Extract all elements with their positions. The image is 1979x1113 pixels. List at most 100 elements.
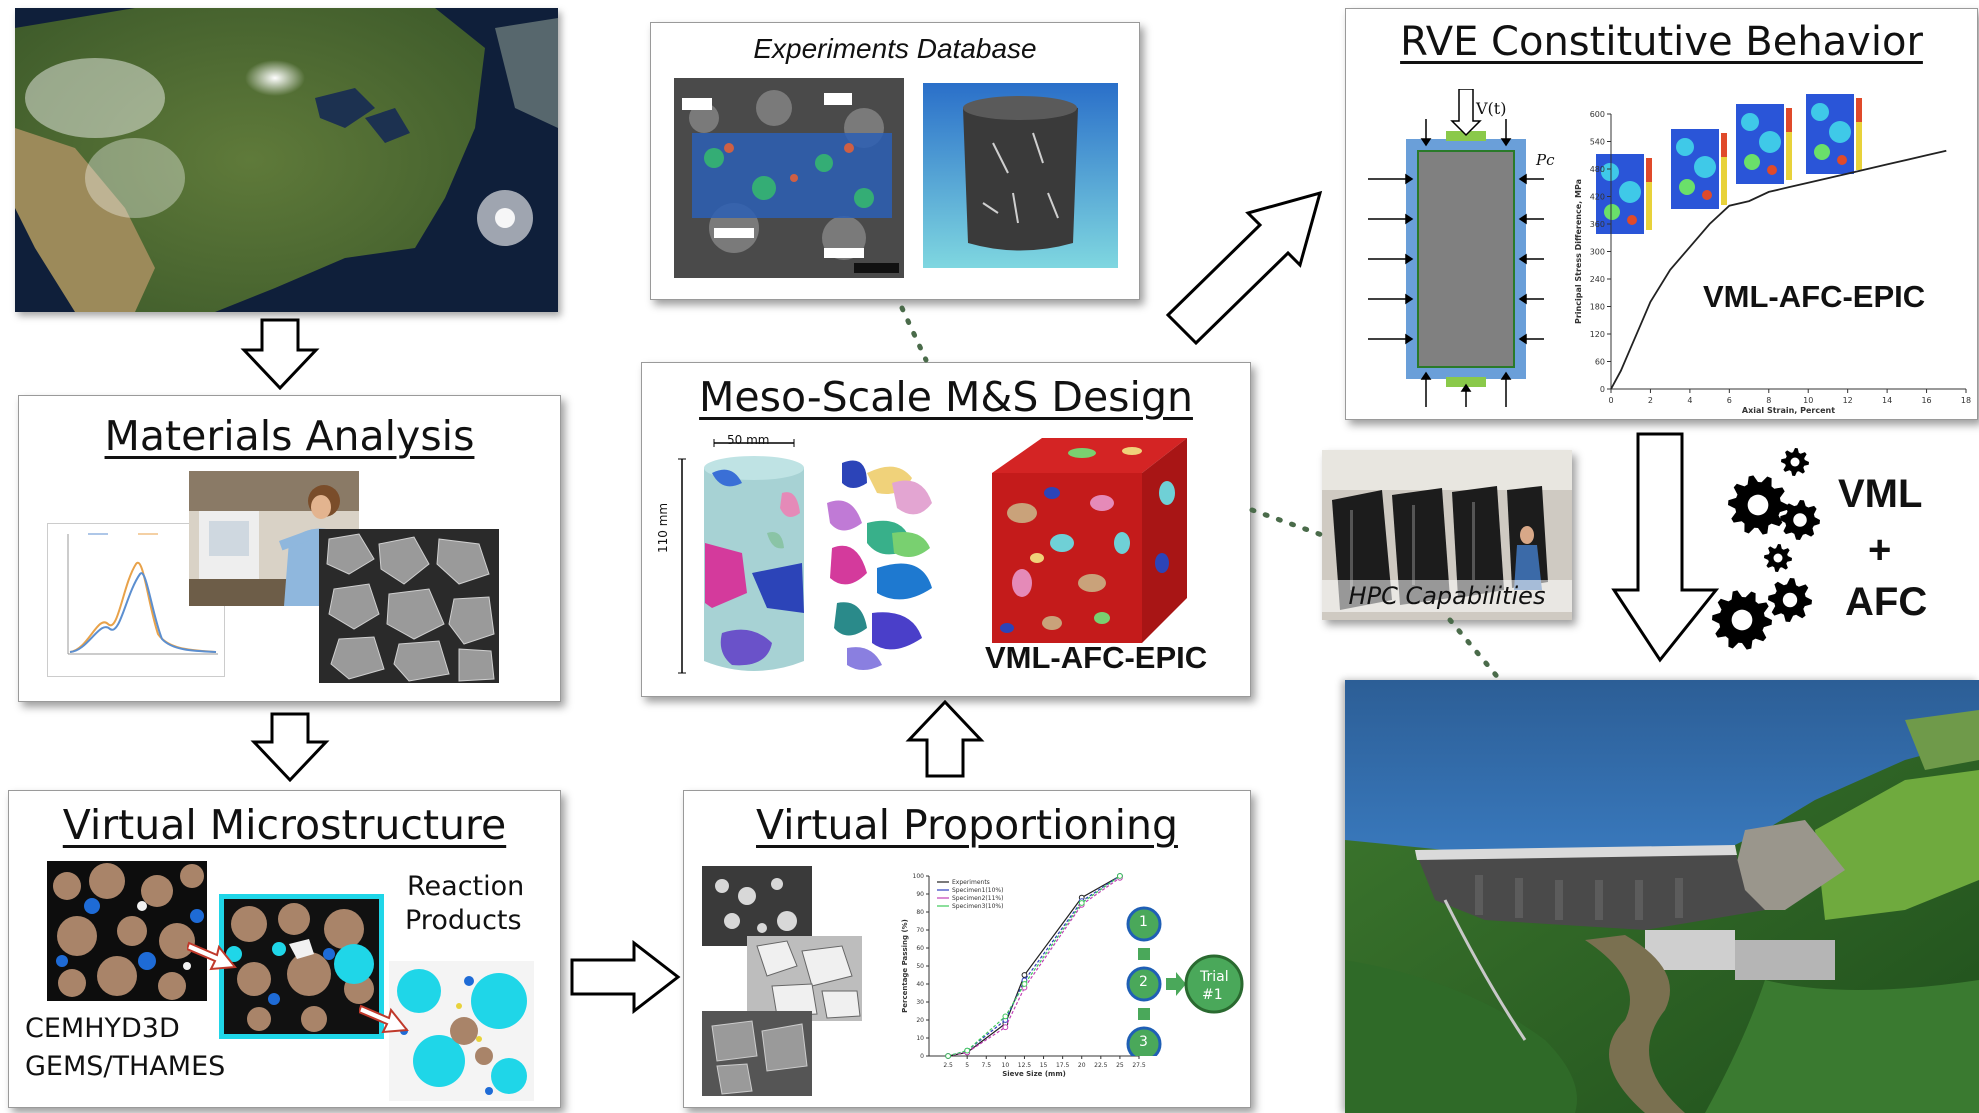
rve-y-tick-label: 360 <box>1590 220 1605 229</box>
materials-analysis-title: Materials Analysis <box>104 412 475 460</box>
arrow-right-1 <box>570 940 681 1014</box>
rve-y-tick-label: 540 <box>1590 138 1605 147</box>
grad-y-tick-label: 10 <box>916 1035 924 1042</box>
reaction-arrow-2 <box>359 1004 409 1034</box>
grad-series-point <box>1117 873 1123 879</box>
satellite-map-image <box>15 8 558 312</box>
cylinder-width-label: 50 mm <box>727 433 770 447</box>
grad-x-axis-label: Sieve Size (mm) <box>1002 1070 1066 1078</box>
grad-x-tick-label: 27.5 <box>1132 1062 1146 1069</box>
gear-small-top <box>1780 500 1820 540</box>
gear-tiny-bottom <box>1764 544 1792 572</box>
grad-x-tick-label: 5 <box>965 1062 969 1069</box>
grad-x-tick-label: 25 <box>1116 1062 1124 1069</box>
grad-x-tick-label: 22.5 <box>1094 1062 1108 1069</box>
virtual-microstructure-title: Virtual Microstructure <box>62 801 507 849</box>
dam-aerial-photo <box>1345 680 1979 1113</box>
arrow-diagonal-up-right <box>1165 190 1323 345</box>
software-label-line1: CEMHYD3D <box>25 1013 180 1044</box>
arrow-up-1 <box>905 700 985 778</box>
rve-y-tick-label: 180 <box>1590 303 1605 312</box>
materials-analysis-panel: Materials Analysis <box>18 395 561 702</box>
grad-series-point <box>945 1053 951 1059</box>
rve-pressure-label: Pc <box>1536 151 1555 169</box>
rve-x-tick-label: 16 <box>1921 396 1931 405</box>
grad-y-axis-label: Percentage Passing (%) <box>901 919 909 1013</box>
rve-y-tick-label: 420 <box>1590 193 1605 202</box>
step-3-label: 3 <box>1139 1034 1148 1050</box>
rve-x-tick-label: 14 <box>1882 396 1892 405</box>
trial-label-line2: #1 <box>1202 987 1223 1003</box>
hpc-panel: HPC Capabilities <box>1322 450 1572 620</box>
arrow-down-1 <box>240 318 320 390</box>
rve-x-tick-label: 6 <box>1727 396 1732 405</box>
gears-label-afc: AFC <box>1845 580 1928 624</box>
contour-inset-1 <box>1596 154 1652 234</box>
meso-model-label: VML-AFC-EPIC <box>985 640 1208 675</box>
rve-x-tick-label: 0 <box>1608 396 1613 405</box>
rve-y-tick-label: 240 <box>1590 275 1605 284</box>
trial-label-line1: Trial <box>1200 969 1229 985</box>
rve-x-tick-label: 2 <box>1648 396 1653 405</box>
reaction-arrow-1 <box>187 941 237 971</box>
grad-x-tick-label: 17.5 <box>1056 1062 1070 1069</box>
grad-series-point <box>1002 1024 1009 1031</box>
grad-y-tick-label: 0 <box>920 1053 924 1060</box>
grad-y-tick-label: 40 <box>916 981 924 988</box>
grad-x-tick-label: 15 <box>1040 1062 1048 1069</box>
trial-process-diagram <box>1126 906 1244 1056</box>
experiment-ct-image <box>923 83 1118 268</box>
grad-y-tick-label: 70 <box>916 927 924 934</box>
rve-specimen-schematic <box>1368 89 1544 407</box>
reaction-label-line1: Reaction <box>407 871 525 902</box>
grad-y-tick-label: 90 <box>916 891 924 898</box>
rve-x-tick-label: 18 <box>1961 396 1971 405</box>
grad-series-point <box>1021 981 1028 987</box>
grad-series-line-4 <box>947 875 1121 1057</box>
virtual-microstructure-panel: Virtual Microstructure <box>8 790 561 1108</box>
contour-inset-3 <box>1736 104 1792 184</box>
rve-y-tick-label: 120 <box>1590 330 1605 339</box>
gear-large-top <box>1728 475 1788 535</box>
meso-scale-title: Meso-Scale M&S Design <box>699 373 1193 421</box>
grad-y-tick-label: 20 <box>916 1017 924 1024</box>
grad-series-point <box>964 1047 971 1054</box>
gear-small-bottom <box>1768 578 1812 622</box>
rve-y-axis-label: Principal Stress Difference, MPa <box>1574 179 1583 324</box>
rve-x-tick-label: 8 <box>1766 396 1771 405</box>
rve-panel: RVE Constitutive Behavior V(t) Pc <box>1345 8 1978 420</box>
cylinder-specimen <box>678 439 804 674</box>
gears-label-plus: + <box>1868 528 1892 572</box>
grad-y-tick-label: 30 <box>916 999 924 1006</box>
rve-x-tick-label: 12 <box>1843 396 1853 405</box>
contour-inset-4 <box>1806 94 1862 174</box>
experiments-database-panel: Experiments Database <box>650 22 1140 300</box>
microstructure-image-1 <box>47 861 207 1001</box>
microstructure-image-2 <box>219 894 384 1039</box>
arrow-down-2 <box>250 712 330 782</box>
gear-large-bottom <box>1712 590 1772 650</box>
rve-model-label: VML-AFC-EPIC <box>1703 279 1926 314</box>
aggregate-photos <box>702 866 862 1096</box>
rve-y-tick-label: 300 <box>1590 248 1605 257</box>
gears-icon <box>1712 448 1820 650</box>
rve-y-tick-label: 0 <box>1600 385 1605 394</box>
meso-scale-panel: Meso-Scale M&S Design 50 mm 110 mm <box>641 362 1251 697</box>
grad-y-tick-label: 50 <box>916 963 924 970</box>
rve-title: RVE Constitutive Behavior <box>1400 19 1923 65</box>
experiments-database-title: Experiments Database <box>753 33 1037 64</box>
grad-legend-label: Specimen2(11%) <box>952 895 1003 902</box>
grad-legend-label: Specimen1(10%) <box>952 887 1003 894</box>
grad-x-tick-label: 10 <box>1002 1062 1010 1069</box>
gear-tiny-top <box>1781 448 1809 476</box>
arrow-down-right-column <box>1611 432 1720 663</box>
grad-series-line-3 <box>947 877 1121 1057</box>
hpc-caption: HPC Capabilities <box>1322 580 1572 612</box>
grad-y-tick-label: 60 <box>916 945 924 952</box>
sem-particles-image <box>319 529 499 683</box>
grad-legend-label: Experiments <box>952 879 990 886</box>
virtual-proportioning-title: Virtual Proportioning <box>756 801 1178 849</box>
rve-x-tick-label: 4 <box>1687 396 1692 405</box>
grad-x-tick-label: 20 <box>1078 1062 1086 1069</box>
